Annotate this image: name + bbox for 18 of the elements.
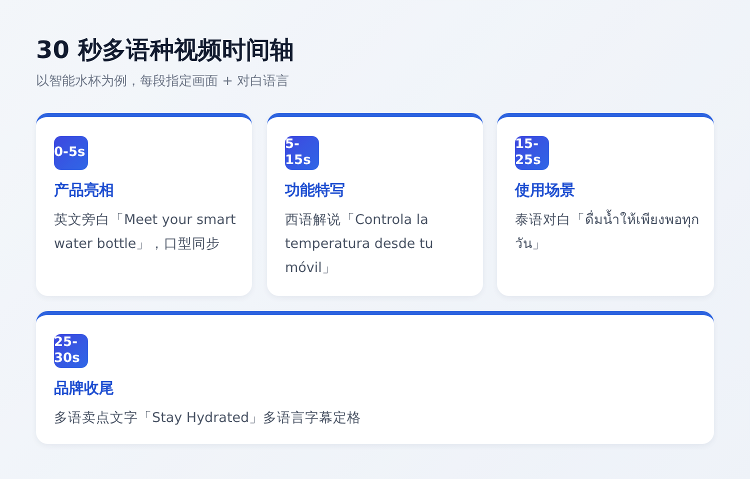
segment-description: 英文旁白「Meet your smart water bottle」，口型同步 — [54, 211, 237, 254]
segment-description: 泰语对白「ดื่มน้ำให้เพียงพอทุกวัน」 — [515, 208, 700, 256]
time-badge: 5-15s — [285, 136, 319, 170]
segment-heading: 品牌收尾 — [54, 379, 114, 398]
time-badge: 15-25s — [515, 136, 549, 170]
segment-heading: 功能特写 — [285, 181, 345, 200]
segment-heading: 产品亮相 — [54, 181, 114, 200]
subtitle: 以智能水杯为例，每段指定画面 + 对白语言 — [36, 73, 290, 90]
segment-description: 西语解说「Controla la temperatura desde tu móvil」 — [285, 211, 434, 278]
segment-heading: 使用场景 — [515, 181, 575, 200]
segment-card — [267, 113, 483, 296]
title: 30 秒多语种视频时间轴 — [36, 35, 294, 66]
time-badge: 0-5s — [54, 136, 88, 170]
time-badge: 25-30s — [54, 334, 88, 368]
segment-card — [36, 311, 714, 444]
segment-description: 多语卖点文字「Stay Hydrated」多语言字幕定格 — [54, 409, 362, 428]
segment-card — [497, 113, 714, 296]
segment-card — [36, 113, 252, 296]
